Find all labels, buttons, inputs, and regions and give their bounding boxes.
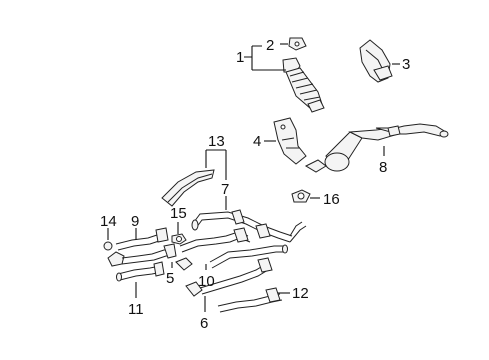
hanger xyxy=(107,243,193,271)
heat-shield-bracket xyxy=(273,117,307,165)
flange-gasket xyxy=(291,189,311,203)
muffler xyxy=(304,123,449,173)
heat-shield xyxy=(161,169,215,207)
callout-1: 1 xyxy=(236,49,244,66)
callout-2: 2 xyxy=(266,37,274,54)
center-pipe xyxy=(179,227,288,269)
catalytic-converter xyxy=(282,57,325,113)
callout-5: 5 xyxy=(166,270,174,287)
callout-12: 12 xyxy=(292,285,309,302)
front-pipe xyxy=(115,227,169,251)
rear-pipe-section xyxy=(217,287,283,313)
leader-lines xyxy=(107,43,400,312)
callout-6: 6 xyxy=(200,315,208,332)
callout-16: 16 xyxy=(323,191,340,208)
callout-3: 3 xyxy=(402,56,410,73)
callout-9: 9 xyxy=(131,213,139,230)
nut xyxy=(103,241,113,251)
heat-shield-upper xyxy=(359,39,393,83)
callout-13: 13 xyxy=(208,133,225,150)
gasket xyxy=(171,233,187,245)
callout-7: 7 xyxy=(221,181,229,198)
hanger-lower xyxy=(185,257,273,297)
callout-15: 15 xyxy=(170,205,187,222)
intermediate-pipe xyxy=(191,209,307,243)
callout-8: 8 xyxy=(379,159,387,176)
callout-11: 11 xyxy=(128,301,144,318)
callout-4: 4 xyxy=(253,133,261,150)
converter-bracket xyxy=(288,37,307,51)
callout-14: 14 xyxy=(100,213,117,230)
pipe-section xyxy=(116,261,165,282)
callout-10: 10 xyxy=(198,273,215,290)
